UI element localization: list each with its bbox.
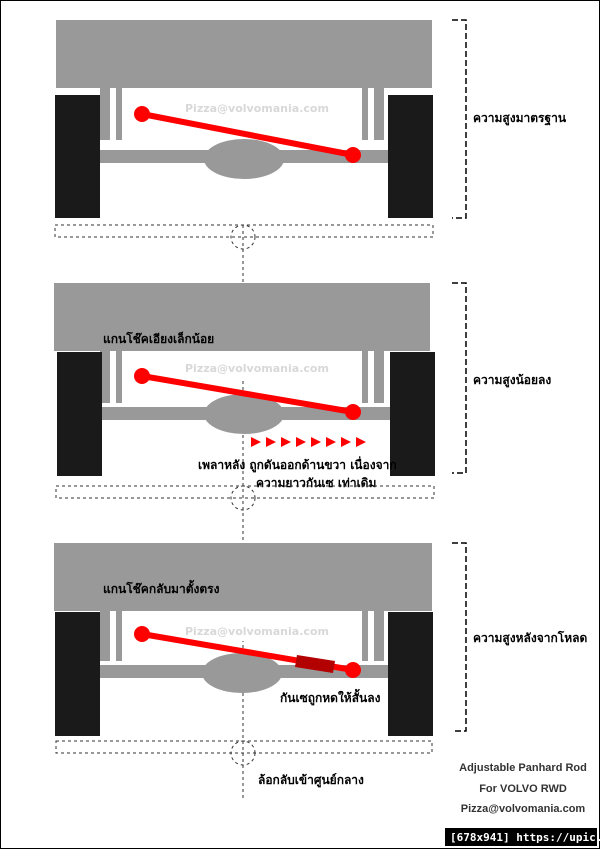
tilt-note: แกนโช๊คเอียงเล็กน้อย [103,331,214,346]
shift-note-line1: เพลาหลัง ถูกดันออกด้านขวา เนื่องจาก [198,456,397,473]
car-body [56,20,432,88]
arrow-4 [296,437,306,447]
center-marker [230,224,256,250]
body-inner [122,88,362,118]
shock-right [368,351,374,406]
panel-lowered: Pizza@volvomania.com แกนโช๊คเอียงเล็กน้อ… [54,282,551,511]
height-bracket [452,19,467,219]
tire-right [388,612,433,736]
differential [204,394,284,434]
car-body [54,543,432,611]
height-label: ความสูงมาตรฐาน [473,111,567,126]
watermark: Pizza@volvomania.com [185,625,329,638]
footer-tag[interactable]: [678x941] https://upic.me/ [450,831,600,844]
tire-left [55,95,100,218]
arrow-3 [281,437,291,447]
panel-standard: Pizza@volvomania.com ความสูงมาตรฐาน [54,19,567,250]
shock-left [110,611,116,664]
differential [202,653,282,693]
tire-right [388,95,433,218]
arrow-2 [266,437,276,447]
ground-line [55,485,435,499]
height-label: ความสูงน้อยลง [473,373,551,388]
straight-note: แกนโช๊คกลับมาตั้งตรง [103,579,220,596]
shock-left [110,351,116,406]
shock-right [368,88,374,143]
ground-line [54,224,434,238]
shock-right [368,611,374,664]
height-label: ความสูงหลังจากโหลด [473,630,587,646]
panhard-rod [139,111,356,158]
arrow-5 [311,437,321,447]
rod-joint-right [345,404,361,420]
shift-note-line2: ความยาวกันเซ เท่าเดิม [256,476,376,490]
arrow-8 [356,437,366,447]
arrow-1 [251,437,261,447]
ground-line [55,740,433,754]
rod-joint-left [134,368,150,384]
body-inner [122,351,362,381]
panel-loaded: Pizza@volvomania.com แกนโช๊คกลับมาตั้งตร… [54,542,587,788]
credits: Adjustable Panhard Rod For VOLVO RWD Piz… [459,762,587,815]
credit-line1: Adjustable Panhard Rod [459,762,587,774]
panhard-rod [139,373,356,415]
rod-note: กันเซถูกหดให้สั้นลง [280,688,381,706]
height-bracket [452,542,467,732]
tire-left [57,352,102,476]
credit-line2: For VOLVO RWD [479,783,567,795]
height-bracket [452,282,467,474]
tire-right [390,352,435,476]
watermark: Pizza@volvomania.com [185,102,329,115]
rod-joint-right [345,662,361,678]
rod-joint-left [134,106,150,122]
footer-tag-bg [445,828,597,846]
watermark: Pizza@volvomania.com [185,362,329,375]
center-note: ล้อกลับเข้าศูนย์กลาง [258,773,364,788]
car-body [54,283,430,351]
arrow-6 [326,437,336,447]
credit-line3: Pizza@volvomania.com [461,803,586,815]
tire-left [55,612,100,736]
center-marker [230,740,256,766]
center-marker [230,485,256,511]
shock-left [110,88,116,143]
push-arrows [251,437,366,447]
differential [204,139,284,179]
rod-joint-left [134,626,150,642]
rod-joint-right [345,147,361,163]
rod-adjuster-sleeve [295,655,335,673]
arrow-7 [341,437,351,447]
